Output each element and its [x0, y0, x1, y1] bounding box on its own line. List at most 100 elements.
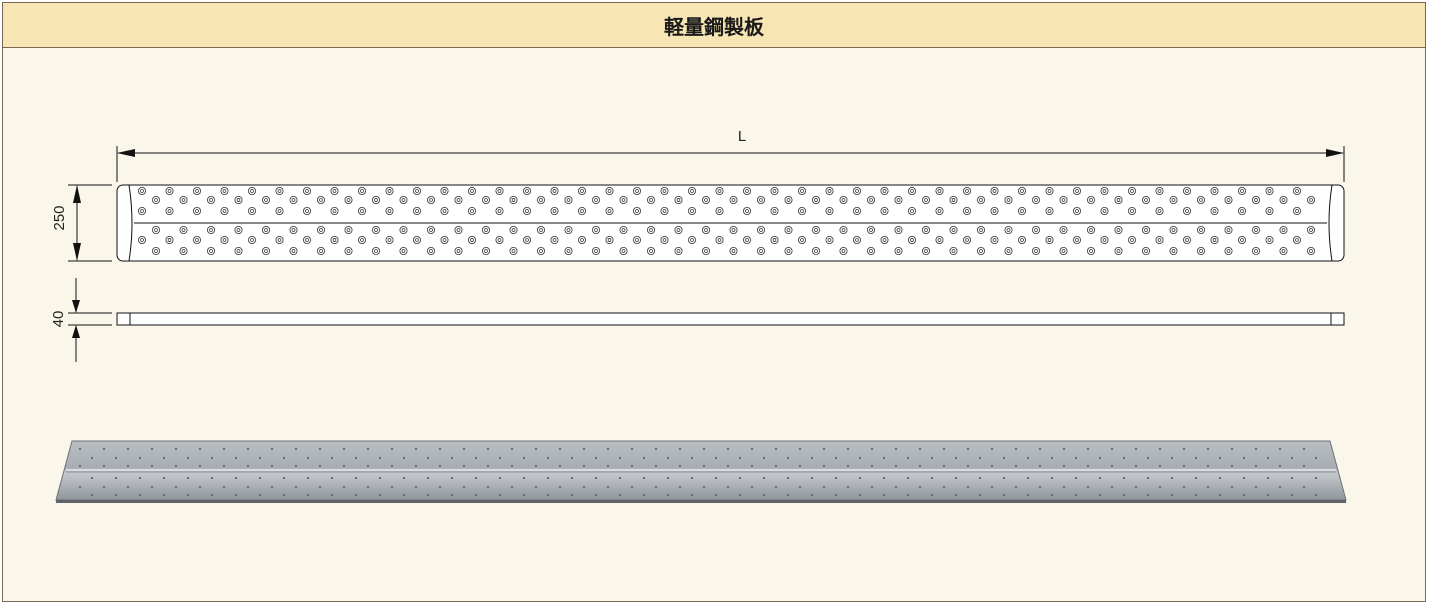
- hole-mark-inner: [635, 189, 639, 193]
- hole-mark-inner: [745, 209, 749, 213]
- hole-mark-inner: [924, 249, 928, 253]
- photo-dot: [1110, 485, 1114, 489]
- hole-mark: [1155, 235, 1164, 244]
- hole-mark-inner: [1267, 238, 1272, 242]
- photo-dot: [198, 464, 202, 468]
- hole-mark: [922, 225, 931, 234]
- hole-mark: [990, 235, 999, 244]
- hole-mark: [990, 186, 999, 195]
- photo-dot: [270, 464, 274, 468]
- hole-mark-inner: [456, 198, 461, 202]
- hole-mark-inner: [745, 238, 749, 242]
- hole-mark: [440, 206, 449, 215]
- photo-dot: [1314, 456, 1318, 460]
- photo-dot: [846, 464, 850, 468]
- photo-dot: [486, 485, 490, 489]
- hole-mark-inner: [305, 189, 309, 193]
- hole-mark: [1293, 206, 1302, 215]
- hole-mark: [1128, 186, 1137, 195]
- hole-mark: [592, 195, 601, 204]
- hole-mark: [633, 235, 642, 244]
- hole-mark: [495, 235, 504, 244]
- hole-mark: [880, 186, 889, 195]
- photo-dot: [498, 493, 502, 497]
- hole-mark-inner: [731, 249, 736, 253]
- hole-mark: [715, 235, 724, 244]
- hole-mark: [1073, 206, 1082, 215]
- hole-mark: [839, 246, 848, 255]
- photo-dot: [930, 456, 934, 460]
- photo-dot: [690, 476, 694, 480]
- perforation-holes: [137, 186, 1316, 255]
- hole-mark: [812, 195, 821, 204]
- hole-mark: [1210, 186, 1219, 195]
- hole-mark: [399, 246, 408, 255]
- hole-mark-inner: [497, 209, 502, 213]
- hole-mark-inner: [250, 238, 254, 242]
- hole-mark: [1032, 246, 1041, 255]
- hole-mark-inner: [566, 249, 571, 253]
- photo-dot: [1230, 485, 1234, 489]
- photo-dot: [90, 493, 94, 497]
- photo-dot: [162, 493, 166, 497]
- hole-mark-inner: [264, 228, 268, 232]
- hole-mark: [192, 235, 201, 244]
- hole-mark-inner: [154, 228, 158, 232]
- hole-mark: [633, 186, 642, 195]
- hole-mark: [220, 186, 229, 195]
- hole-mark-inner: [140, 238, 144, 242]
- hole-mark: [137, 186, 146, 195]
- hole-mark-inner: [195, 189, 199, 193]
- photo-dot: [90, 476, 94, 480]
- photo-dot: [390, 447, 394, 451]
- hole-mark-inner: [621, 228, 626, 232]
- hole-mark-inner: [937, 238, 942, 242]
- photo-dot: [978, 456, 982, 460]
- hole-mark: [674, 246, 683, 255]
- photo-dot: [510, 464, 514, 468]
- hole-mark: [302, 206, 311, 215]
- hole-mark: [894, 195, 903, 204]
- photo-dot: [234, 493, 238, 497]
- hole-mark-inner: [1075, 238, 1079, 242]
- hole-mark: [702, 225, 711, 234]
- photo-dot: [1050, 456, 1054, 460]
- hole-mark: [399, 195, 408, 204]
- photo-dot: [498, 476, 502, 480]
- photo-dot: [1302, 464, 1306, 468]
- hole-mark: [1183, 235, 1192, 244]
- photo-dot: [726, 447, 730, 451]
- photo-dot: [234, 456, 238, 460]
- hole-mark-inner: [1185, 209, 1189, 213]
- hole-mark-inner: [497, 189, 502, 193]
- hole-mark: [1197, 246, 1206, 255]
- photo-dot: [1134, 485, 1138, 489]
- hole-mark: [261, 246, 270, 255]
- hole-mark-inner: [387, 189, 392, 193]
- board-photo: [55, 440, 1347, 503]
- photo-dot: [942, 464, 946, 468]
- hole-mark: [1238, 235, 1247, 244]
- hole-mark: [481, 195, 490, 204]
- hole-mark-inner: [332, 189, 337, 193]
- hole-mark-inner: [580, 189, 584, 193]
- photo-dot: [162, 456, 166, 460]
- hole-mark: [1155, 206, 1164, 215]
- hole-mark-inner: [552, 238, 557, 242]
- hole-mark-inner: [374, 198, 378, 202]
- photo-dot: [294, 464, 298, 468]
- photo-dot: [102, 485, 106, 489]
- hole-mark-inner: [1199, 249, 1203, 253]
- hole-mark: [357, 186, 366, 195]
- hole-mark: [344, 225, 353, 234]
- hole-mark: [550, 235, 559, 244]
- hole-mark: [825, 206, 834, 215]
- hole-mark-inner: [470, 189, 474, 193]
- hole-mark: [825, 186, 834, 195]
- hole-mark-inner: [346, 198, 351, 202]
- hole-mark-inner: [662, 238, 667, 242]
- hole-mark-inner: [1240, 209, 1244, 213]
- photo-dot: [438, 447, 442, 451]
- hole-mark: [454, 225, 463, 234]
- photo-dot: [810, 456, 814, 460]
